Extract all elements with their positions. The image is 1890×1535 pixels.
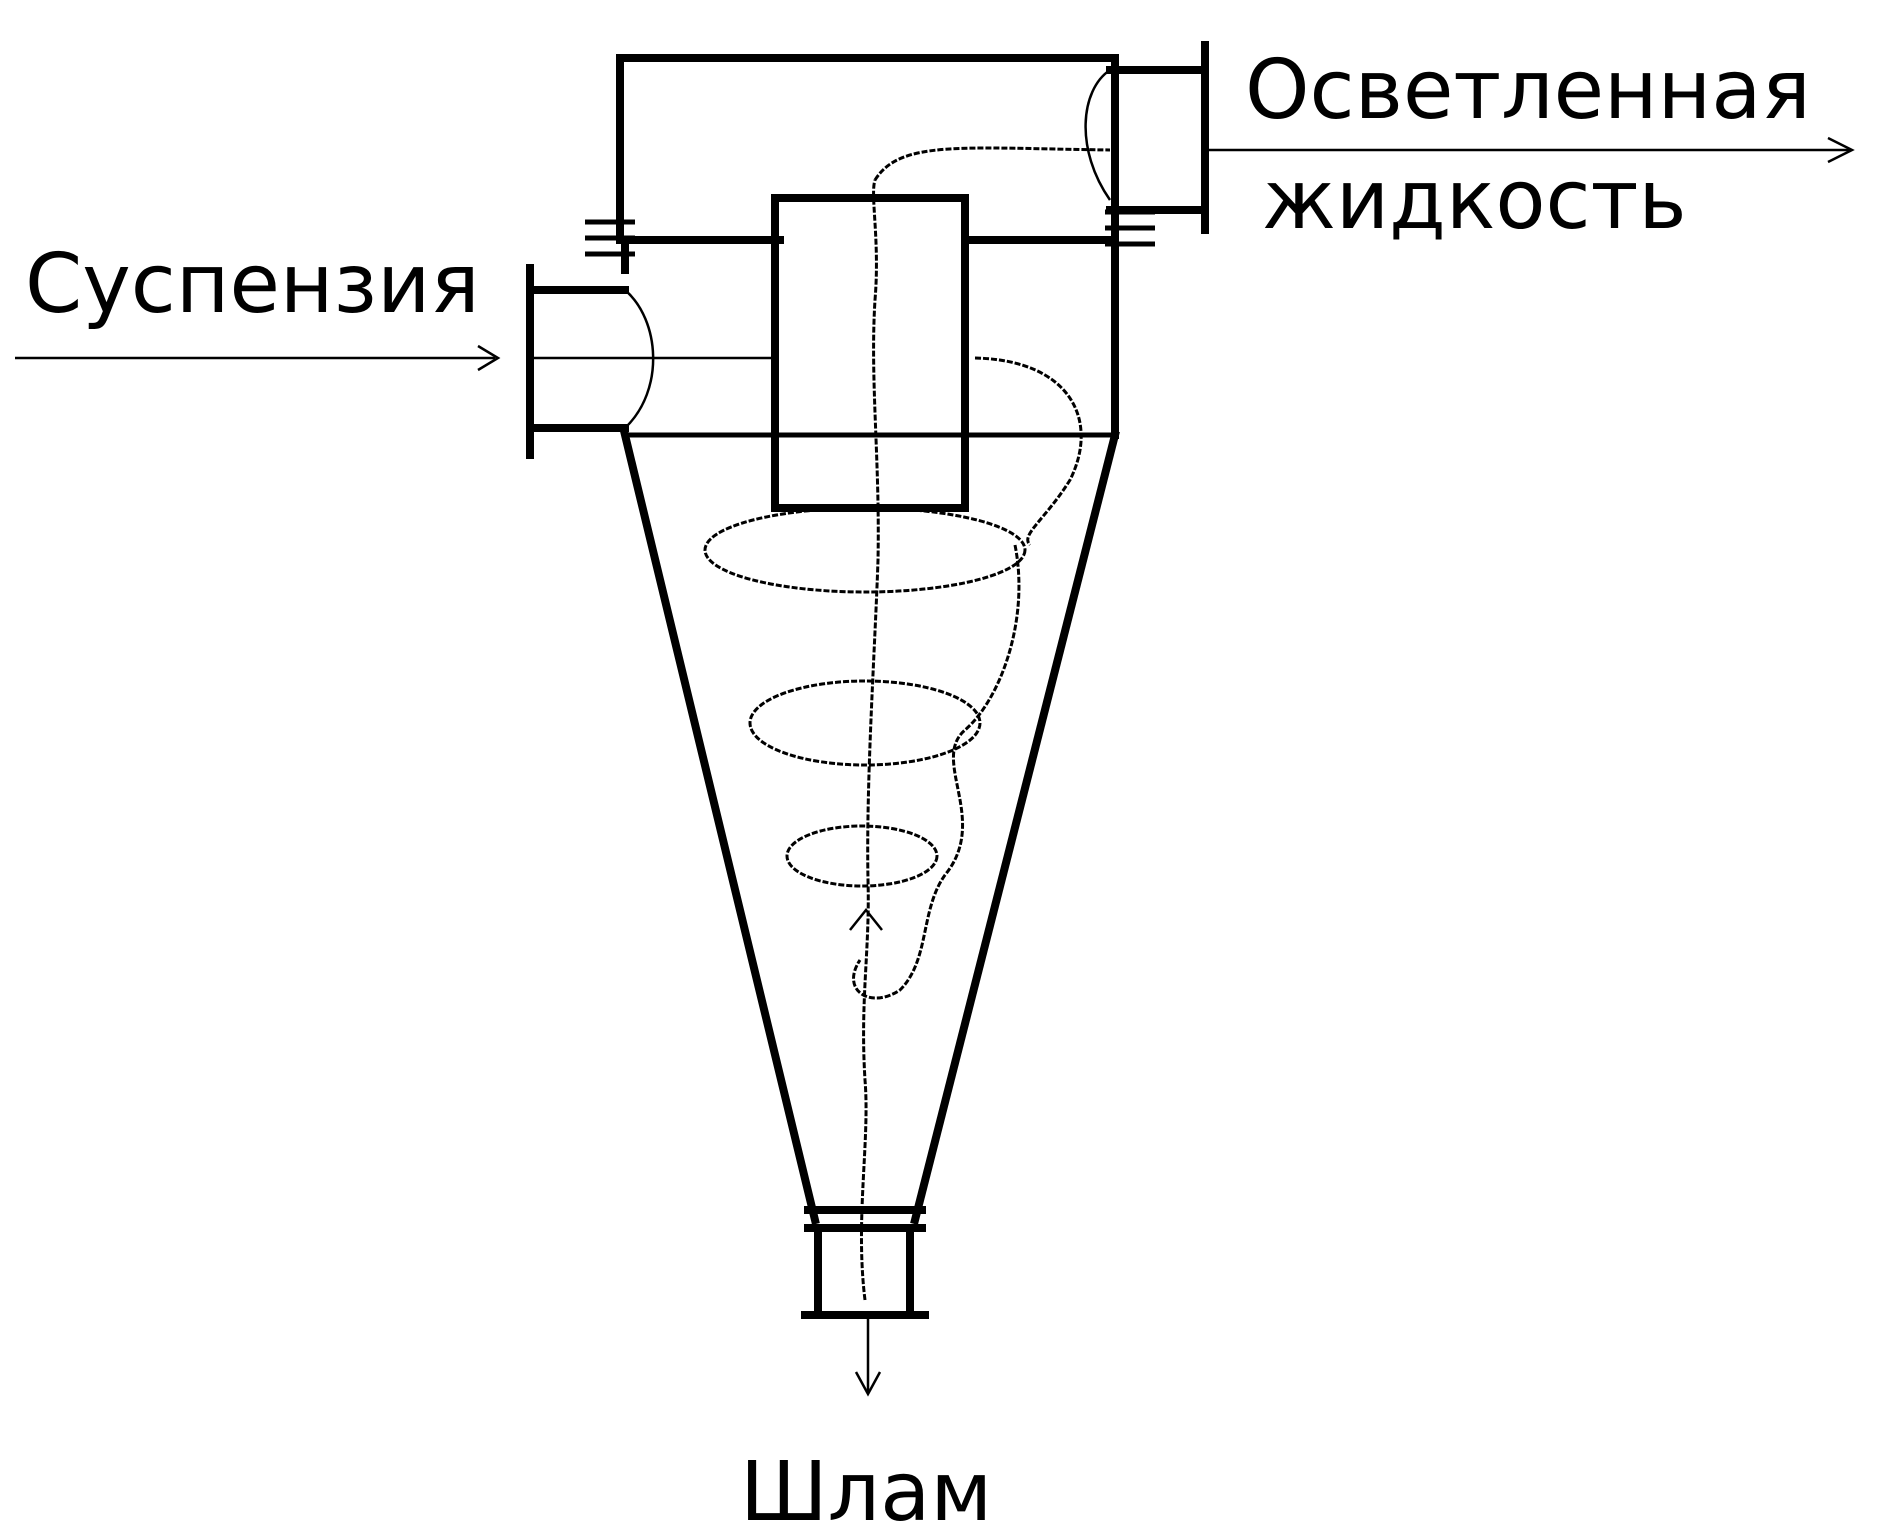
inlet-nozzle bbox=[15, 264, 775, 459]
outlet-label-line2: жидкость bbox=[1262, 153, 1687, 248]
outlet-label-line1: Осветленная bbox=[1245, 43, 1811, 138]
inlet-label: Суспензия bbox=[25, 237, 480, 332]
overflow-pipe bbox=[585, 54, 1155, 257]
vortex-finder bbox=[771, 194, 969, 512]
sludge-label: Шлам bbox=[740, 1445, 992, 1535]
underflow-nozzle bbox=[801, 1206, 929, 1397]
cylinder-body bbox=[621, 241, 1119, 439]
vortex-flow-lines bbox=[703, 146, 1111, 1301]
outlet-nozzle bbox=[1084, 41, 1855, 234]
cone-body bbox=[620, 430, 1120, 1225]
